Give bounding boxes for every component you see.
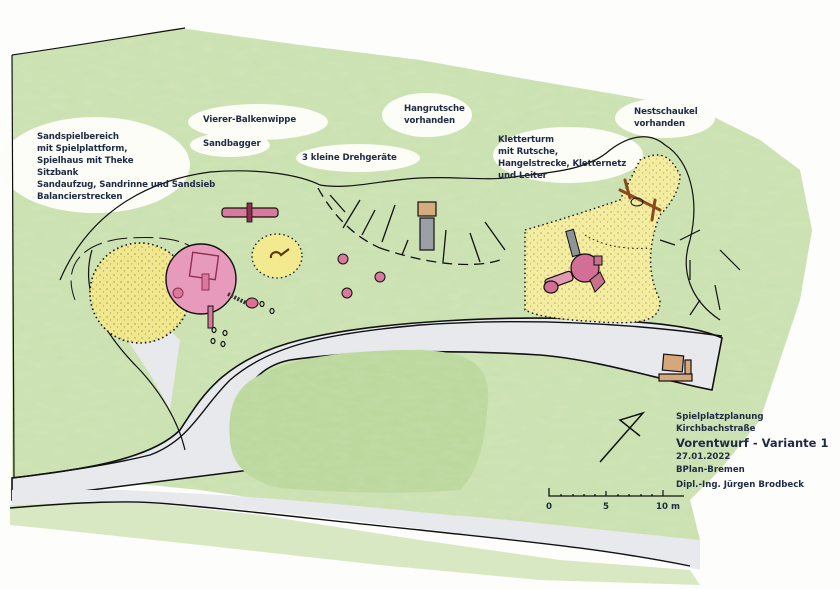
- slope-hatching: [317, 187, 506, 266]
- seesaw: [221, 202, 279, 223]
- scale-tick-10m: 10 m: [656, 502, 680, 512]
- label-line: Sandspielbereich: [37, 132, 119, 142]
- label-line: Balancierstrecken: [37, 192, 123, 202]
- label-line: Sitzbank: [37, 168, 79, 178]
- inner-ring-west: [70, 237, 191, 301]
- label-line: mit Rutsche,: [498, 147, 559, 157]
- office-name: BPlan-Bremen: [676, 465, 745, 475]
- path-edge-north: [11, 320, 723, 479]
- scale-tick-0: 0: [546, 502, 552, 512]
- label-line: Sandaufzug, Sandrinne und Sandsieb: [37, 180, 216, 190]
- bench-seating: [658, 353, 693, 382]
- label-line: vorhanden: [634, 119, 685, 129]
- balance-stepping-stones: [210, 300, 275, 348]
- label-line: Hangelstrecke, Kletternetz: [498, 159, 627, 169]
- sand-area-west: [89, 242, 191, 344]
- label-nestschaukel: Nestschaukel vorhanden: [634, 106, 698, 130]
- author-name: Dipl.-Ing. Jürgen Brodbeck: [676, 480, 805, 490]
- central-lawn: [228, 349, 489, 494]
- scale-tick-5: 5: [603, 502, 609, 512]
- label-vierer-balkenwippe: Vierer-Balkenwippe: [203, 115, 297, 125]
- scale-bar-line: [548, 488, 684, 497]
- label-line: Kletterturm: [498, 135, 555, 145]
- slope-hatching-east: [659, 229, 741, 316]
- path-edge-south: [9, 501, 691, 567]
- label-line: Hangrutsche: [404, 104, 465, 114]
- path-branch-west: [88, 249, 186, 451]
- variant-title: Vorentwurf - Variante 1: [676, 436, 829, 450]
- project-title: Spielplatzplanung: [676, 412, 764, 422]
- label-kletterturm: Kletterturm mit Rutsche, Hangelstrecke, …: [498, 134, 626, 182]
- hang-slide: [417, 201, 437, 251]
- boundary-north: [11, 27, 186, 56]
- street-name: Kirchbachstraße: [676, 424, 756, 434]
- climbing-tower: [543, 228, 606, 294]
- grass-strip-south: [10, 500, 700, 585]
- label-drehgeraete: 3 kleine Drehgeräte: [302, 153, 397, 163]
- label-line: Nestschaukel: [634, 107, 698, 117]
- label-clearings: [0, 93, 715, 213]
- label-line: Spielhaus mit Theke: [37, 156, 134, 166]
- title-block: Spielplatzplanung Kirchbachstraße Vorent…: [676, 411, 829, 491]
- play-platform: [165, 243, 259, 329]
- playground-boundary: [59, 136, 721, 321]
- label-line: und Leiter: [498, 171, 547, 181]
- label-sandspielbereich: Sandspielbereich mit Spielplattform, Spi…: [37, 131, 215, 203]
- spinners: [337, 253, 386, 299]
- sand-east-outline-scribble: [584, 234, 651, 249]
- boundary-west: [11, 54, 15, 479]
- sand-digger: [251, 233, 303, 279]
- nest-swing: [618, 178, 662, 222]
- plan-date: 27.01.2022: [676, 452, 731, 462]
- scale-bar: 0 5 10 m: [546, 486, 688, 518]
- label-hangrutsche: Hangrutsche vorhanden: [404, 103, 465, 127]
- label-sandbagger: Sandbagger: [203, 139, 261, 149]
- north-arrow-icon: [599, 411, 646, 463]
- label-line: mit Spielplattform,: [37, 144, 128, 154]
- label-line: vorhanden: [404, 116, 455, 126]
